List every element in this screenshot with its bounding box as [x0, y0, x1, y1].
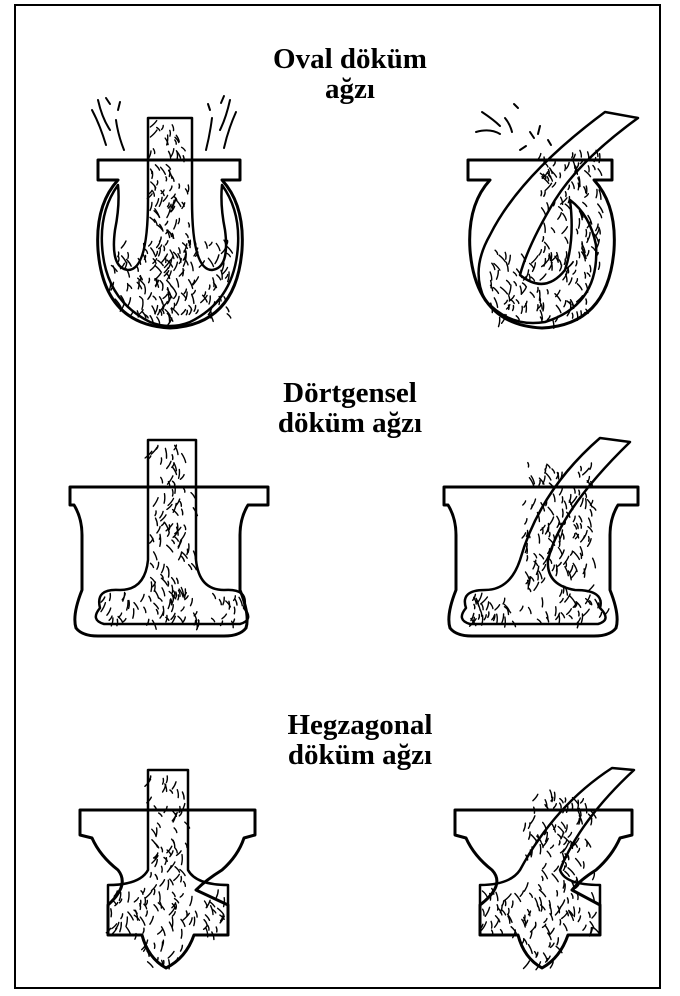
- oval-spout-vertical-pour: [92, 96, 242, 328]
- hexagonal-spout-angled-pour: [455, 768, 634, 968]
- hexagonal-spout-vertical-pour: [80, 770, 255, 968]
- hex-left-flow: [108, 770, 228, 968]
- oval-spout-angled-pour: [468, 104, 638, 328]
- rectangular-spout-angled-pour: [444, 438, 638, 636]
- oval-right-splash: [476, 104, 551, 150]
